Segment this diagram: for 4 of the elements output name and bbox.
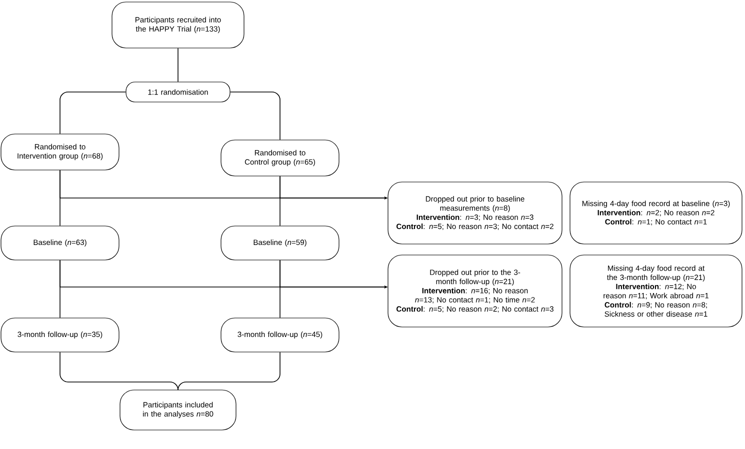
connector-line [230, 92, 280, 140]
connector-line [178, 352, 280, 390]
connector-line [60, 352, 178, 390]
connector-line [60, 92, 126, 134]
